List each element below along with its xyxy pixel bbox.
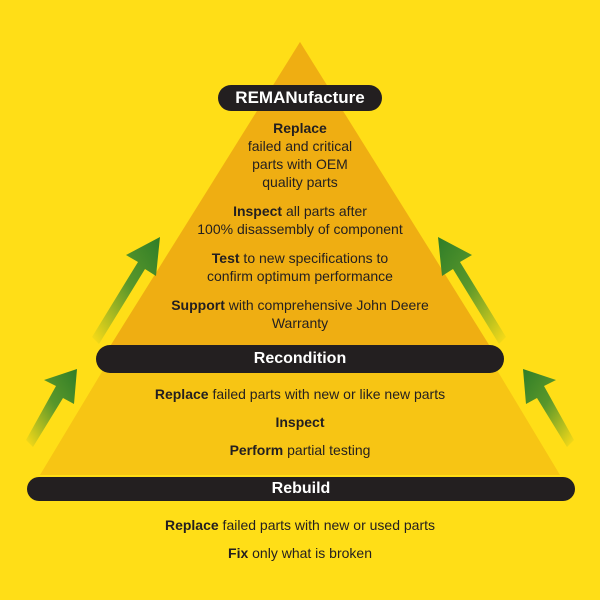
arrow-up-right-icon	[92, 237, 160, 344]
arrow-up-right-icon	[26, 369, 77, 447]
reman-banner: REMANufacture	[218, 85, 382, 111]
rebuild-replace-text: Replace failed parts with new or used pa…	[164, 517, 436, 533]
reman-test-text: Test to new specifications to confirm op…	[207, 250, 393, 284]
reman-inspect-text: Inspect all parts after 100% disassembly…	[197, 203, 403, 237]
recondition-perform-text: Perform partial testing	[229, 442, 371, 458]
rebuild-banner: Rebuild	[27, 477, 575, 501]
arrow-up-left-icon	[523, 369, 574, 447]
pyramid-upper-section	[104, 42, 496, 356]
reman-replace-text: Replace failed and critical parts with O…	[247, 120, 353, 190]
rebuild-fix-text: Fix only what is broken	[228, 545, 372, 561]
recondition-replace-text: Replace failed parts with new or like ne…	[154, 386, 446, 402]
reman-support-text: Support with comprehensive John Deere Wa…	[171, 297, 429, 331]
recondition-inspect-text: Inspect	[275, 414, 325, 430]
arrow-up-left-icon	[438, 237, 506, 344]
recondition-banner: Recondition	[96, 345, 504, 373]
